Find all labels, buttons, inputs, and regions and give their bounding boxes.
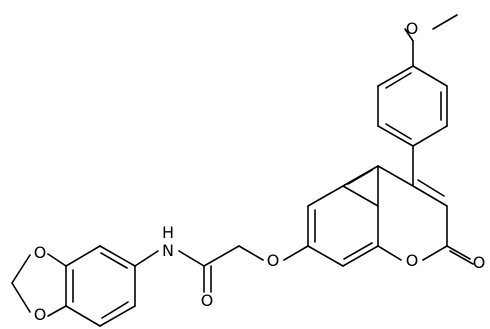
atom-o-methoxy: O [406, 19, 419, 38]
benzodioxole-ring [11, 245, 136, 327]
benzo-ring [307, 165, 414, 267]
methoxy-group [404, 14, 458, 42]
atom-h-amide: H [162, 223, 174, 242]
atom-n-amide: N [162, 241, 174, 260]
atom-o-pyranone: O [406, 251, 419, 270]
pyranone-ring [377, 145, 474, 265]
atom-o-ether: O [267, 251, 280, 270]
atom-o-dioxole-top: O [34, 243, 47, 262]
atom-o-amide-carbonyl: O [201, 291, 214, 310]
atom-o-lactone-carbonyl: O [473, 253, 486, 272]
methoxyphenyl-ring [377, 40, 448, 147]
linker-chain [134, 245, 309, 293]
atom-labels: O O O O O H N O O [34, 19, 486, 324]
atom-o-dioxole-bottom: O [34, 305, 47, 324]
